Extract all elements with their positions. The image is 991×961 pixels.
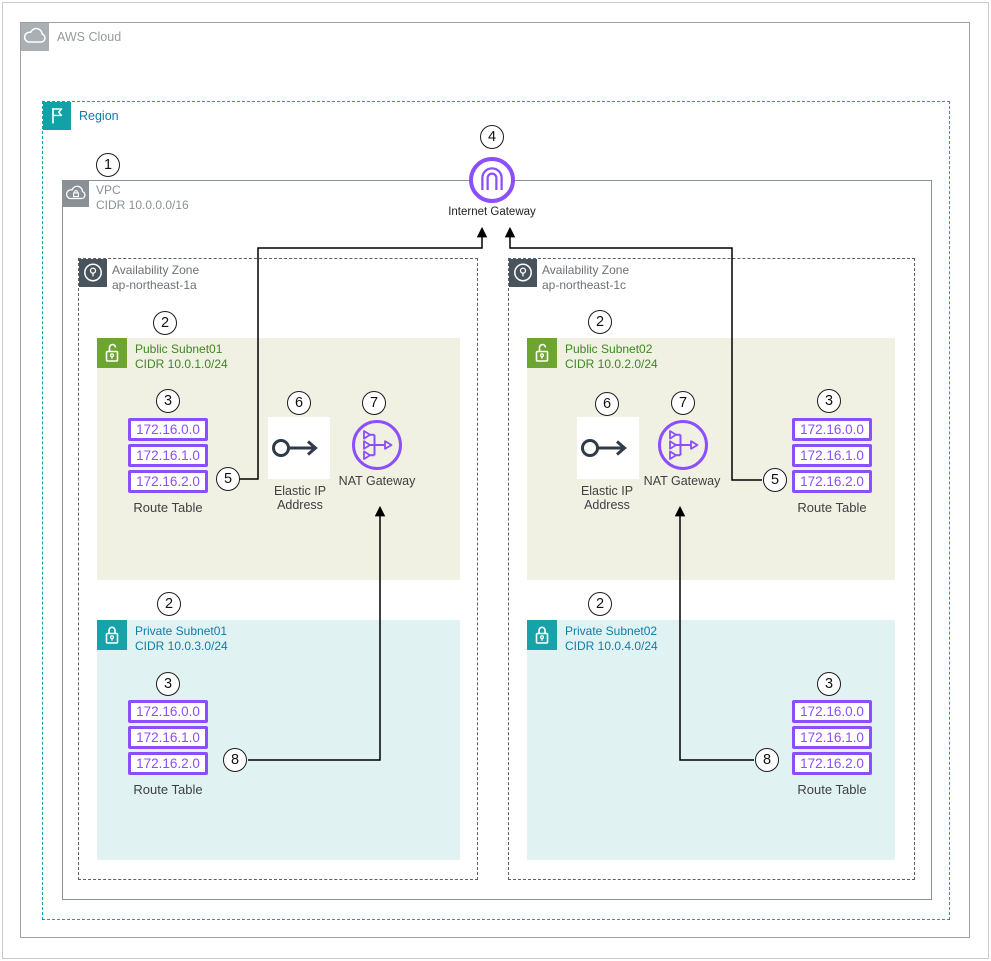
marker-7-nat-gateway-01: 7 [362, 391, 386, 415]
marker-5-route-pub-02: 5 [763, 468, 787, 492]
marker-5-route-pub-01: 5 [216, 467, 240, 491]
aws-cloud-label: AWS Cloud [57, 30, 122, 44]
route-table-label: Route Table [133, 500, 203, 515]
public-route-to-igw-line-right [504, 226, 762, 481]
nat-gateway-label: NAT Gateway [338, 474, 416, 488]
internet-gateway-icon [469, 157, 515, 203]
vpc-icon [63, 181, 89, 207]
availability-zone-1a: Availability Zone ap-northeast-1a [78, 258, 478, 880]
route-entry: 172.16.0.0 [792, 700, 872, 723]
route-table: 172.16.0.0 172.16.1.0 172.16.2.0 Route T… [792, 418, 872, 515]
route-table: 172.16.0.0 172.16.1.0 172.16.2.0 Route T… [792, 700, 872, 797]
aws-cloud-icon [21, 23, 49, 51]
route-entry: 172.16.0.0 [128, 418, 208, 441]
public-subnet-01: Public Subnet01 CIDR 10.0.1.0/24 172.16.… [97, 338, 460, 580]
route-entry: 172.16.1.0 [128, 726, 208, 749]
route-entry: 172.16.0.0 [792, 418, 872, 441]
nat-gateway-icon [658, 420, 708, 470]
internet-gateway-label: Internet Gateway [448, 206, 536, 218]
route-table-label: Route Table [797, 782, 867, 797]
subnet-label: Public Subnet02 CIDR 10.0.2.0/24 [565, 342, 658, 371]
lock-icon [97, 620, 127, 650]
private-route-to-nat-line-left [248, 505, 386, 761]
route-entry: 172.16.2.0 [128, 470, 208, 493]
route-entry: 172.16.1.0 [792, 444, 872, 467]
route-table-label: Route Table [797, 500, 867, 515]
nat-gateway-label: NAT Gateway [643, 474, 721, 488]
elastic-ip-label: Elastic IP Address [273, 484, 327, 512]
public-subnet-02: Public Subnet02 CIDR 10.0.2.0/24 Elastic… [527, 338, 895, 580]
marker-2-private-subnet-01: 2 [157, 592, 181, 616]
marker-6-elastic-ip-02: 6 [595, 392, 619, 416]
vpc-label: VPC CIDR 10.0.0.0/16 [96, 183, 189, 213]
private-route-to-nat-line-right [674, 505, 754, 761]
availability-zone-icon [509, 259, 537, 287]
vpc-title: VPC [96, 183, 121, 197]
elastic-ip-label: Elastic IP Address [580, 484, 634, 512]
route-entry: 172.16.2.0 [792, 752, 872, 775]
marker-8-route-prv-02: 8 [755, 748, 779, 772]
route-entry: 172.16.1.0 [128, 444, 208, 467]
route-entry: 172.16.1.0 [792, 726, 872, 749]
route-entry: 172.16.2.0 [792, 470, 872, 493]
availability-zone-label: Availability Zone ap-northeast-1a [112, 263, 200, 292]
marker-2-public-subnet-02: 2 [588, 310, 612, 334]
subnet-label: Public Subnet01 CIDR 10.0.1.0/24 [135, 342, 228, 371]
route-table: 172.16.0.0 172.16.1.0 172.16.2.0 Route T… [128, 700, 208, 797]
marker-1-vpc: 1 [96, 153, 120, 177]
subnet-label: Private Subnet01 CIDR 10.0.3.0/24 [135, 624, 228, 653]
elastic-ip-icon [577, 417, 639, 479]
route-entry: 172.16.0.0 [128, 700, 208, 723]
route-table-label: Route Table [133, 782, 203, 797]
marker-3-route-table-prv-02: 3 [817, 672, 841, 696]
open-lock-icon [97, 338, 127, 368]
availability-zone-label: Availability Zone ap-northeast-1c [542, 263, 630, 292]
marker-2-public-subnet-01: 2 [153, 311, 177, 335]
private-subnet-01: Private Subnet01 CIDR 10.0.3.0/24 172.16… [97, 620, 460, 860]
aws-cloud-container: AWS Cloud [20, 22, 970, 938]
public-route-to-igw-line-left [239, 226, 488, 480]
marker-2-private-subnet-02: 2 [588, 592, 612, 616]
nat-gateway-icon [352, 420, 402, 470]
region-container: Region [42, 101, 950, 920]
vpc-cidr: CIDR 10.0.0.0/16 [96, 198, 189, 212]
private-subnet-02: Private Subnet02 CIDR 10.0.4.0/24 172.16… [527, 620, 895, 860]
open-lock-icon [527, 338, 557, 368]
lock-icon [527, 620, 557, 650]
availability-zone-1c: Availability Zone ap-northeast-1c [508, 258, 915, 880]
marker-6-elastic-ip-01: 6 [287, 391, 311, 415]
marker-3-route-table-pub-01: 3 [156, 389, 180, 413]
route-entry: 172.16.2.0 [128, 752, 208, 775]
route-table: 172.16.0.0 172.16.1.0 172.16.2.0 Route T… [128, 418, 208, 515]
marker-3-route-table-prv-01: 3 [156, 672, 180, 696]
region-label: Region [79, 109, 119, 123]
marker-7-nat-gateway-02: 7 [671, 391, 695, 415]
region-flag-icon [43, 102, 71, 130]
subnet-label: Private Subnet02 CIDR 10.0.4.0/24 [565, 624, 658, 653]
marker-8-route-prv-01: 8 [223, 748, 247, 772]
marker-4-internet-gateway: 4 [480, 125, 504, 149]
elastic-ip-icon [268, 417, 330, 479]
marker-3-route-table-pub-02: 3 [817, 389, 841, 413]
availability-zone-icon [79, 259, 107, 287]
